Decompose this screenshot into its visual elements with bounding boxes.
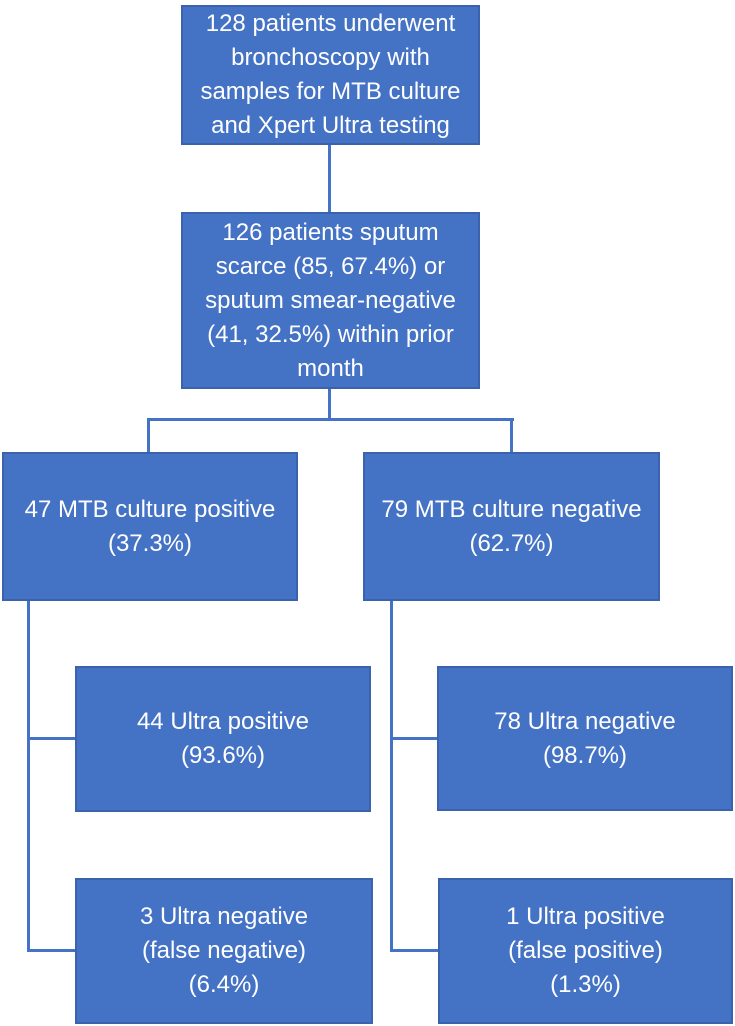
connector-drop-culture-positive <box>147 418 150 452</box>
connector-split-horizontal <box>147 418 514 421</box>
node-sputum-status: 126 patients sputum scarce (85, 67.4%) o… <box>181 212 480 389</box>
node-ultra-true-negative: 78 Ultra negative (98.7%) <box>437 666 733 811</box>
node-bronchoscopy-total: 128 patients underwent bronchoscopy with… <box>181 5 480 145</box>
connector-drop-culture-negative <box>510 418 513 452</box>
connector-sputum-stem <box>328 388 331 420</box>
node-ultra-false-positive: 1 Ultra positive (false positive) (1.3%) <box>438 878 733 1024</box>
connector-stub-ultra-true-negative <box>390 737 437 740</box>
node-ultra-false-negative: 3 Ultra negative (false negative) (6.4%) <box>75 878 373 1024</box>
node-culture-positive: 47 MTB culture positive (37.3%) <box>2 452 298 601</box>
connector-bronchoscopy-to-sputum <box>328 145 331 212</box>
connector-stub-ultra-false-positive <box>390 949 438 952</box>
node-culture-negative: 79 MTB culture negative (62.7%) <box>363 452 660 601</box>
connector-left-rail <box>27 601 30 952</box>
node-ultra-true-positive: 44 Ultra positive (93.6%) <box>75 666 371 812</box>
connector-stub-ultra-false-negative <box>27 949 75 952</box>
connector-stub-ultra-true-positive <box>27 737 75 740</box>
connector-right-rail <box>390 601 393 952</box>
